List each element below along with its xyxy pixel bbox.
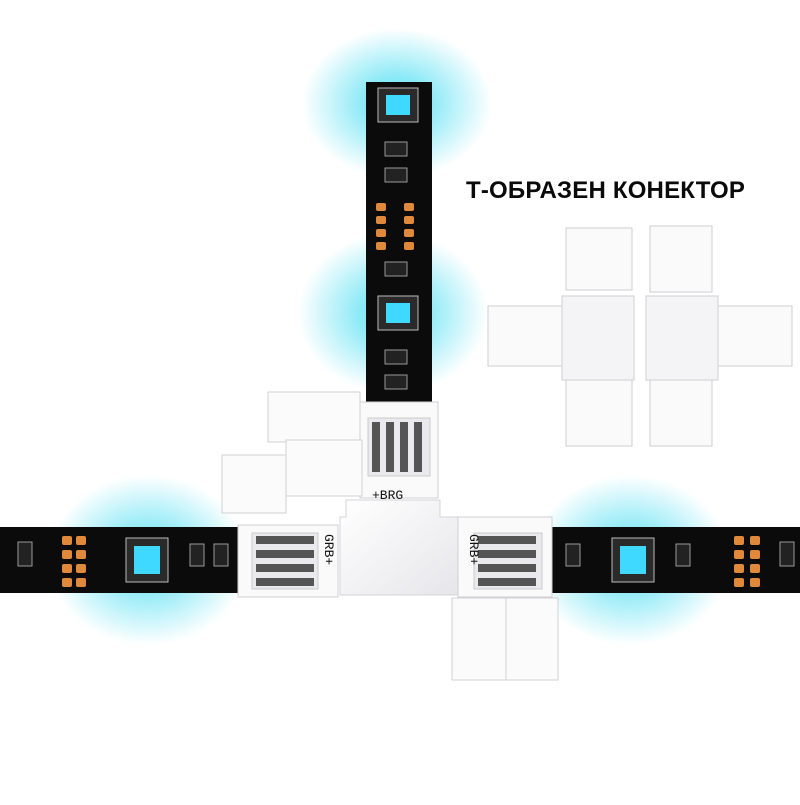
open-clip-covers [221, 391, 559, 681]
connector-inset-photo [487, 225, 793, 447]
pin-label-left: GRB+ [321, 534, 336, 565]
left-led-strip [0, 527, 260, 593]
vertical-led-strip [366, 82, 432, 417]
right-led-strip [548, 527, 800, 593]
pin-label-top: +BRG [372, 488, 403, 503]
pin-label-right: GRB+ [466, 534, 481, 565]
t-connector-body [237, 401, 553, 598]
product-heading: Т-ОБРАЗЕН КОНЕКТОР [466, 177, 746, 204]
